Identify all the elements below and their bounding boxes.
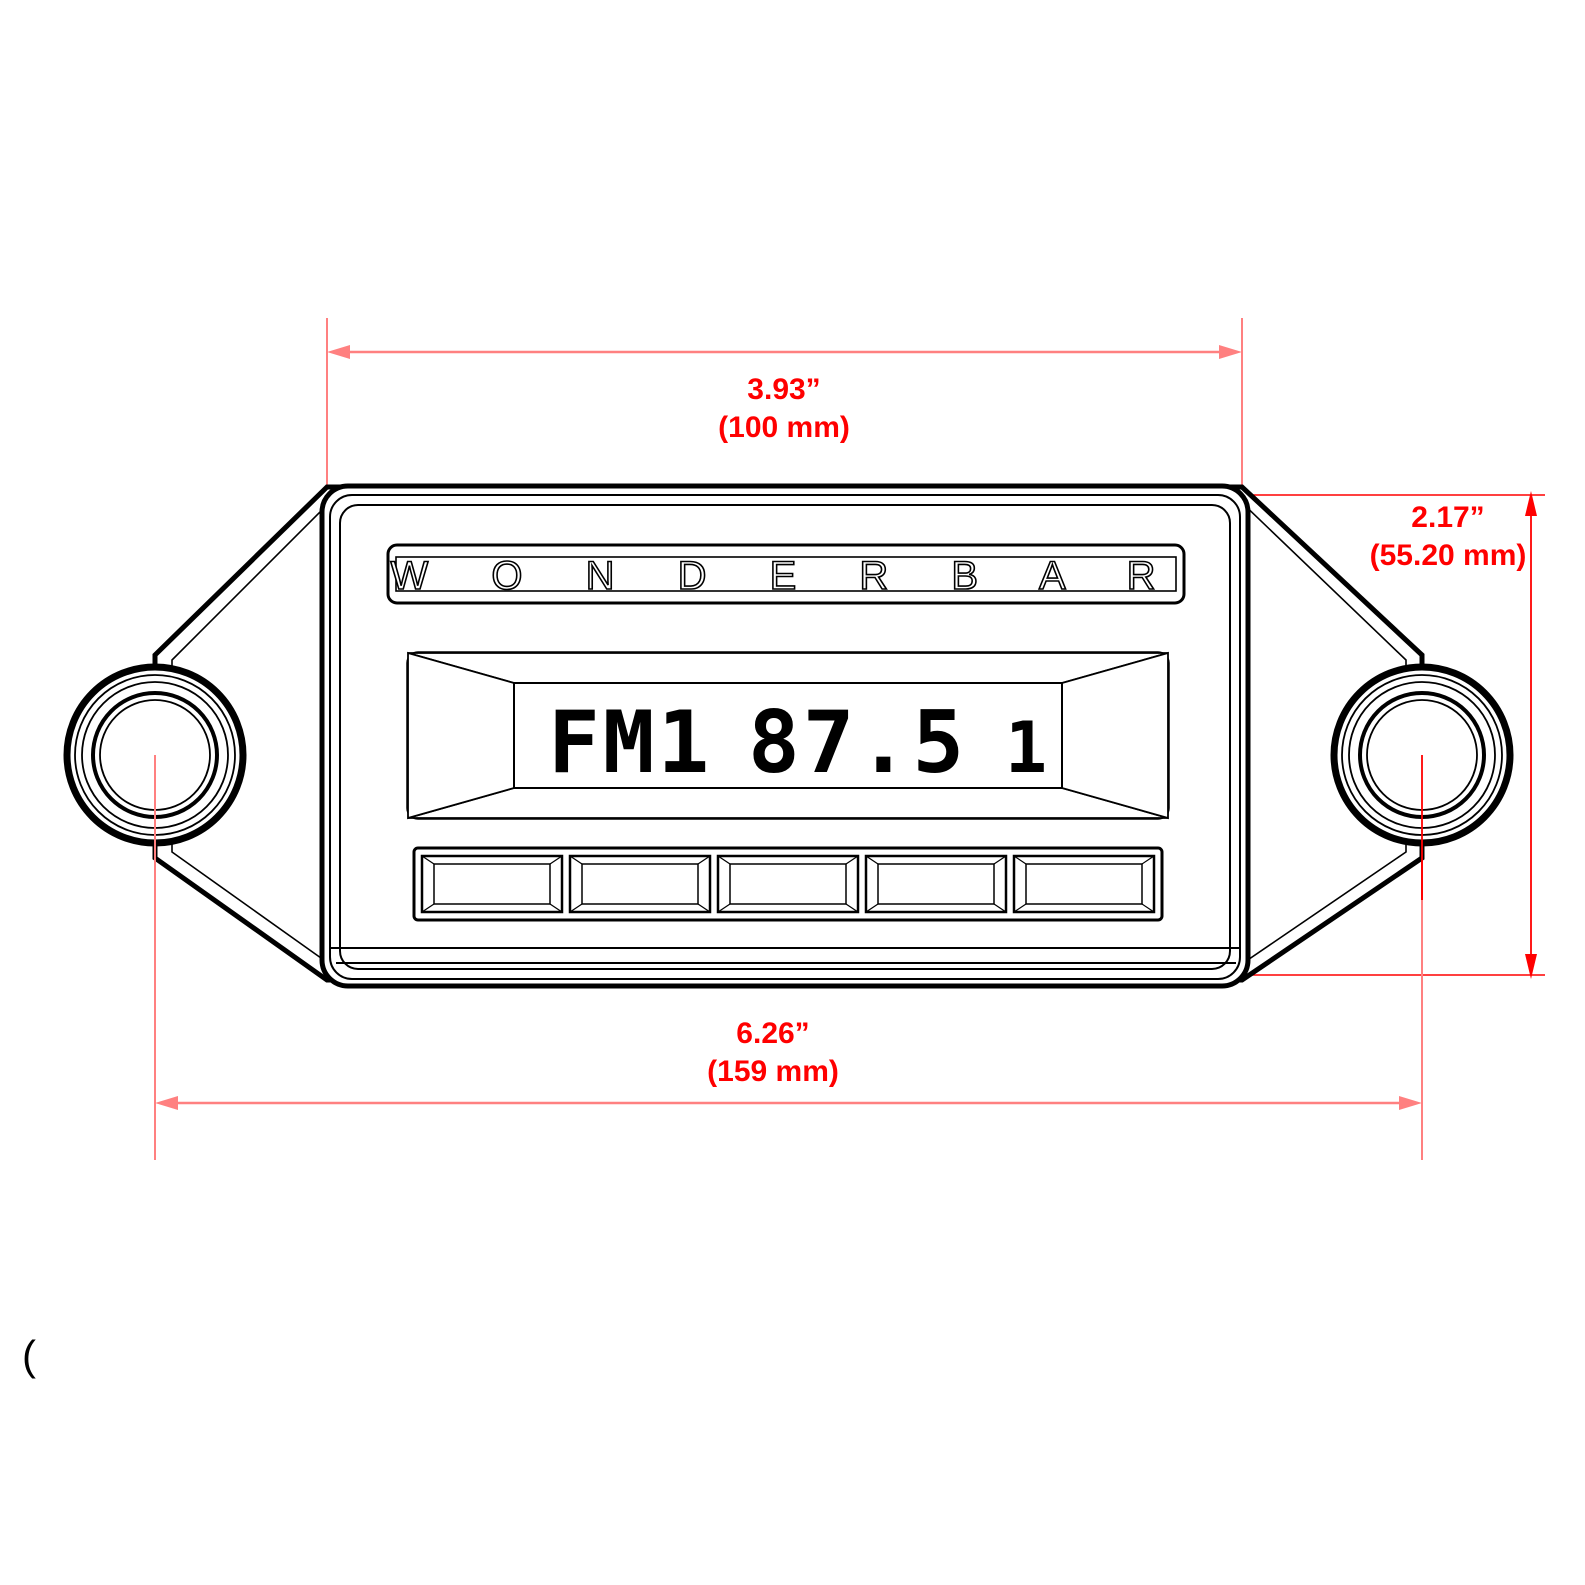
preset-5-bevel-br — [1141, 903, 1155, 913]
preset-1-bevel-tr — [549, 855, 563, 865]
preset-button-3-inner — [729, 863, 847, 905]
preset-3-bevel-bl — [717, 903, 731, 913]
preset-button[interactable] — [716, 854, 860, 914]
preset-button[interactable] — [1012, 854, 1156, 914]
dim-top-inches: 3.93” — [747, 373, 820, 406]
radio-assembly: W O N D E R B A R FM1 87.5 1 — [63, 483, 1514, 989]
dimension-right: 2.17” (55.20 mm) — [1242, 491, 1545, 979]
preset-5-bevel-bl — [1013, 903, 1027, 913]
dim-top-mm: (100 mm) — [718, 411, 850, 444]
dim-right-arrow-top — [1525, 491, 1537, 516]
dimension-top: 3.93” (100 mm) — [326, 318, 1243, 500]
lcd-preset-indicator: 1 — [1005, 707, 1047, 789]
nameplate-text: W O N D E R B A R — [391, 554, 1182, 598]
preset-button[interactable] — [420, 854, 564, 914]
preset-4-bevel-tl — [865, 855, 879, 865]
preset-button-2-inner — [581, 863, 699, 905]
preset-button-1-inner — [433, 863, 551, 905]
dim-bottom-mm: (159 mm) — [707, 1055, 839, 1088]
preset-4-bevel-tr — [993, 855, 1007, 865]
preset-2-bevel-br — [697, 903, 711, 913]
preset-3-bevel-br — [845, 903, 859, 913]
preset-1-bevel-br — [549, 903, 563, 913]
preset-1-bevel-bl — [421, 903, 435, 913]
preset-4-bevel-br — [993, 903, 1007, 913]
preset-3-bevel-tr — [845, 855, 859, 865]
dim-bottom-arrow-right — [1399, 1096, 1422, 1110]
preset-5-bevel-tr — [1141, 855, 1155, 865]
lcd-bevel-left — [407, 651, 515, 820]
dim-bottom-inches: 6.26” — [736, 1017, 809, 1050]
dim-right-inches: 2.17” — [1411, 501, 1484, 534]
lcd-frequency: 87.5 — [748, 693, 967, 793]
preset-2-bevel-tr — [697, 855, 711, 865]
stray-artifact-mark: ( — [22, 1332, 36, 1379]
lcd-display: FM1 87.5 1 — [406, 651, 1170, 820]
dim-top-arrow-right — [1219, 345, 1242, 359]
preset-3-bevel-tl — [717, 855, 731, 865]
nameplate-inner — [395, 556, 1177, 592]
lcd-band-label: FM1 — [548, 693, 712, 793]
dim-right-mm: (55.20 mm) — [1370, 539, 1527, 572]
preset-button[interactable] — [864, 854, 1008, 914]
lcd-bevel-top — [407, 652, 1169, 684]
preset-5-bevel-tl — [1013, 855, 1027, 865]
preset-2-bevel-tl — [569, 855, 583, 865]
lcd-screen — [513, 682, 1063, 789]
preset-button-bar — [412, 846, 1164, 922]
nameplate: W O N D E R B A R — [386, 543, 1186, 605]
preset-1-bevel-tl — [421, 855, 435, 865]
preset-button[interactable] — [568, 854, 712, 914]
lcd-bevel-right — [1061, 651, 1169, 820]
preset-2-bevel-bl — [569, 903, 583, 913]
preset-button-4-inner — [877, 863, 995, 905]
dim-right-arrow-bottom — [1525, 954, 1537, 979]
dim-bottom-arrow-left — [155, 1096, 178, 1110]
preset-button-5-inner — [1025, 863, 1143, 905]
dim-top-arrow-left — [327, 345, 350, 359]
preset-4-bevel-bl — [865, 903, 879, 913]
